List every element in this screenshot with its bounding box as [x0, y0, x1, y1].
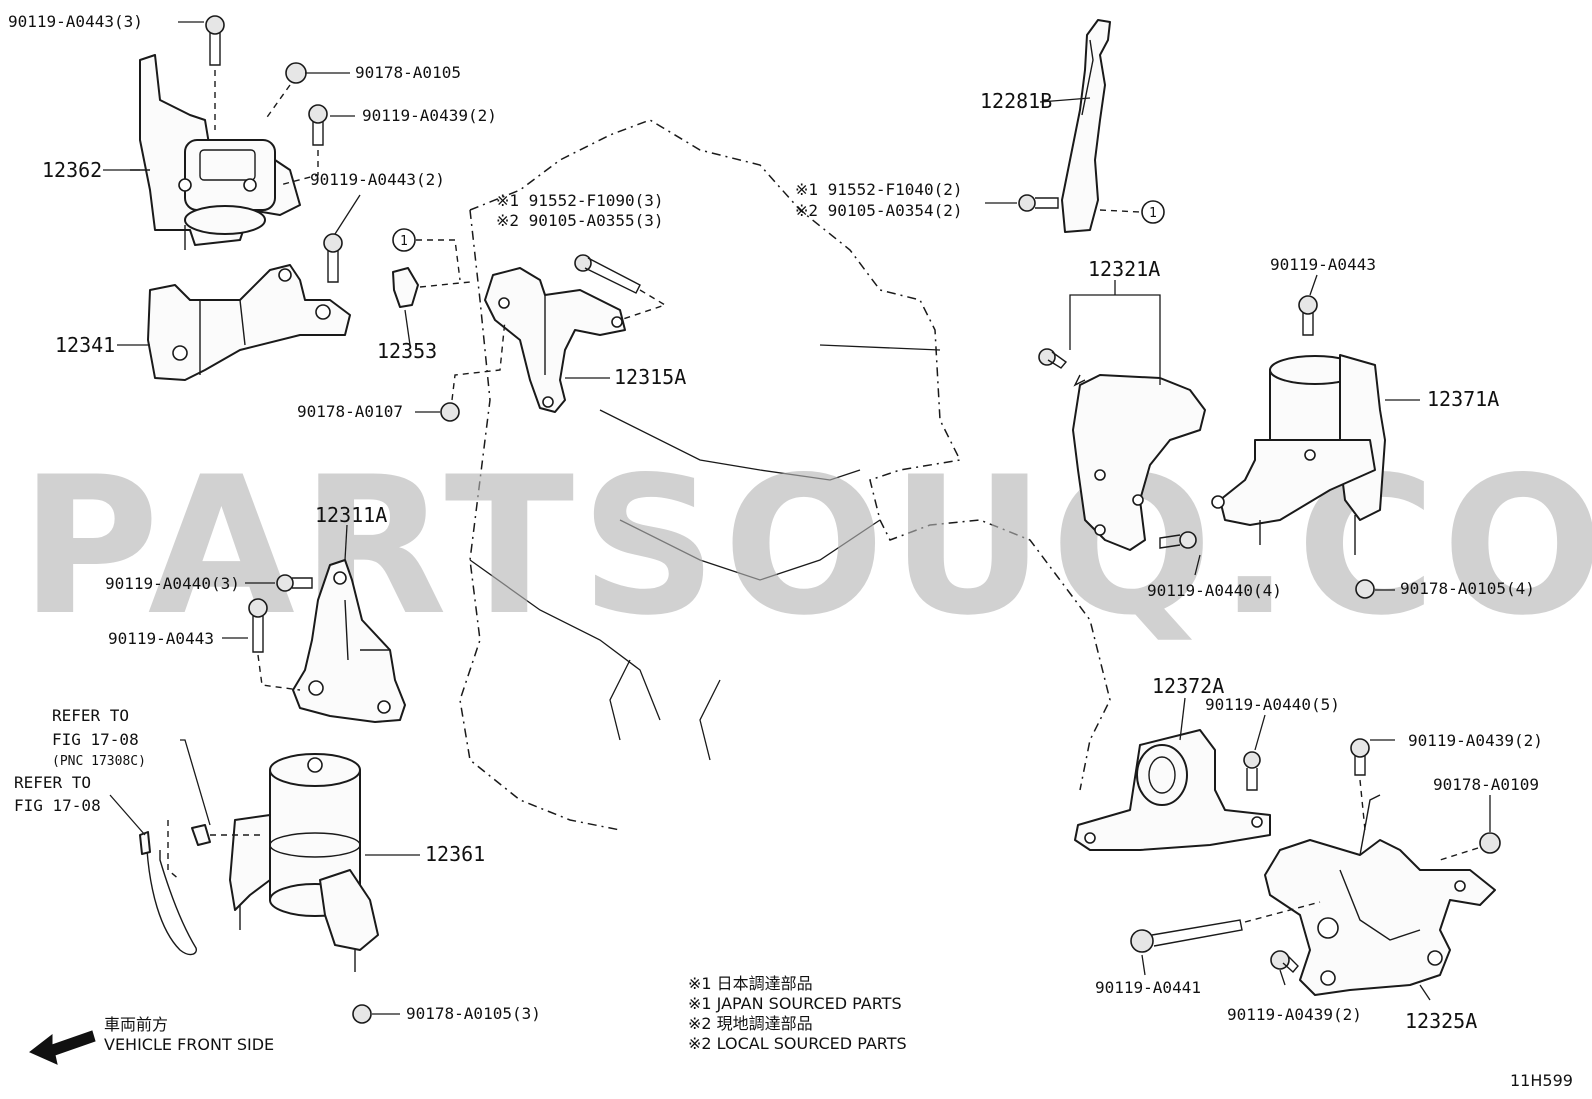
label-90119-a0441: 90119-A0441: [1095, 978, 1201, 997]
part-12361-mount: [229, 753, 379, 972]
label-90119-a0440-3: 90119-A0440(3): [105, 574, 240, 593]
bolt-90119-a0440-3: [276, 574, 313, 592]
nut-90178-a0107: [440, 319, 506, 422]
ref-marker-1-right: 1: [1099, 200, 1165, 224]
label-90178-a0109: 90178-A0109: [1433, 775, 1539, 794]
bolt-90119-a0443-left: [248, 598, 301, 691]
label-90119-a0439-2-right: 90119-A0439(2): [1408, 731, 1543, 750]
ref-marker-text: 1: [1149, 206, 1157, 221]
direction-label-en: VEHICLE FRONT SIDE: [104, 1035, 274, 1054]
label-90119-a0439-2-top: 90119-A0439(2): [362, 106, 497, 125]
label-pnc: (PNC 17308C): [52, 754, 146, 769]
label-12311a: 12311A: [315, 503, 387, 527]
label-12371a: 12371A: [1427, 387, 1499, 411]
nut-90178-a0105: [264, 62, 307, 121]
legend-line-1: ※1 日本調達部品: [688, 974, 813, 993]
label-12361: 12361: [425, 842, 485, 866]
label-90119-a0440-4: 90119-A0440(4): [1147, 581, 1282, 600]
label-90178-a0105: 90178-A0105: [355, 63, 461, 82]
label-fig-17-08-2: FIG 17-08: [14, 796, 101, 815]
part-12315a-bracket: [484, 267, 626, 413]
figure-code: 11H599: [1510, 1071, 1573, 1090]
part-12321a-bracket: [1072, 374, 1206, 551]
bolt-90119-a0443-3: [205, 15, 225, 130]
bolt-90119-a0440-4: [1159, 531, 1197, 549]
part-12311a-bracket: [292, 559, 406, 723]
bolt-12321a-top: [1038, 348, 1068, 369]
vehicle-front-indicator: 車両前方 VEHICLE FRONT SIDE: [29, 1015, 274, 1065]
label-12372a: 12372A: [1152, 674, 1224, 698]
part-12341-bracket: [147, 264, 351, 381]
nut-90178-a0105-4: [1355, 579, 1375, 599]
label-90119-a0440-5: 90119-A0440(5): [1205, 695, 1340, 714]
label-91552-f1090: ※1 91552-F1090(3): [496, 191, 664, 210]
bolt-90119-a0439-2-bottom: [1270, 950, 1299, 974]
label-90119-a0443-2: 90119-A0443(2): [310, 170, 445, 189]
part-12372a-mount: [1074, 729, 1271, 851]
label-12325a: 12325A: [1405, 1009, 1477, 1033]
part-12371a-mount: [1211, 354, 1386, 555]
leader-lines: [103, 21, 1491, 1015]
label-90119-a0443-right: 90119-A0443: [1270, 255, 1376, 274]
engine-outline: [459, 119, 1111, 831]
label-12362: 12362: [42, 158, 102, 182]
part-12362-mount: [130, 54, 301, 250]
label-91552-f1040: ※1 91552-F1040(2): [795, 180, 963, 199]
label-90178-a0105-4: 90178-A0105(4): [1400, 579, 1535, 598]
bolt-90119-a0440-5: [1243, 751, 1261, 791]
ref-marker-1-left: 1: [392, 228, 461, 281]
label-12321a: 12321A: [1088, 257, 1160, 281]
ref-marker-text: 1: [400, 234, 408, 249]
label-90119-a0439-2-bottom: 90119-A0439(2): [1227, 1005, 1362, 1024]
hose-12361: [139, 820, 265, 956]
bolt-90119-a0439-2-right: [1350, 738, 1370, 831]
label-12281b: 12281B: [980, 89, 1052, 113]
bolt-90119-a0441: [1130, 901, 1321, 953]
label-90105-a0355: ※2 90105-A0355(3): [496, 211, 664, 230]
part-12281b-bracket: [1061, 19, 1111, 233]
bolt-91552-f1090: [574, 254, 667, 321]
legend-line-2: ※1 JAPAN SOURCED PARTS: [688, 994, 902, 1013]
legend: ※1 日本調達部品 ※1 JAPAN SOURCED PARTS ※2 現地調達…: [688, 974, 907, 1053]
part-12353-stopper: [392, 267, 471, 308]
front-arrow-icon: [29, 1030, 96, 1065]
label-refer-to-2: REFER TO: [14, 773, 91, 792]
label-refer-to-1: REFER TO: [52, 706, 129, 725]
bolt-90119-a0443-right: [1298, 295, 1318, 336]
label-12341: 12341: [55, 333, 115, 357]
label-90105-a0354: ※2 90105-A0354(2): [795, 201, 963, 220]
legend-line-4: ※2 LOCAL SOURCED PARTS: [688, 1034, 907, 1053]
label-fig-17-08-1: FIG 17-08: [52, 730, 139, 749]
bolt-91552-f1040: [1018, 194, 1059, 212]
legend-line-3: ※2 現地調達部品: [688, 1014, 813, 1033]
part-12325a-bracket: [1264, 794, 1496, 996]
label-90178-a0105-3: 90178-A0105(3): [406, 1004, 541, 1023]
label-90119-a0443-left: 90119-A0443: [108, 629, 214, 648]
bolt-90119-a0443-2: [323, 233, 343, 283]
nut-90178-a0109: [1439, 832, 1501, 861]
label-90178-a0107: 90178-A0107: [297, 402, 403, 421]
label-12353: 12353: [377, 339, 437, 363]
label-90119-a0443-3: 90119-A0443(3): [8, 12, 143, 31]
label-12315a: 12315A: [614, 365, 686, 389]
direction-label-jp: 車両前方: [104, 1015, 168, 1034]
bolt-90119-a0439-2-top: [279, 104, 328, 186]
nut-90178-a0105-3: [352, 1004, 372, 1024]
part-labels: 90119-A0443(3) 90178-A0105 90119-A0439(2…: [8, 12, 1543, 1033]
